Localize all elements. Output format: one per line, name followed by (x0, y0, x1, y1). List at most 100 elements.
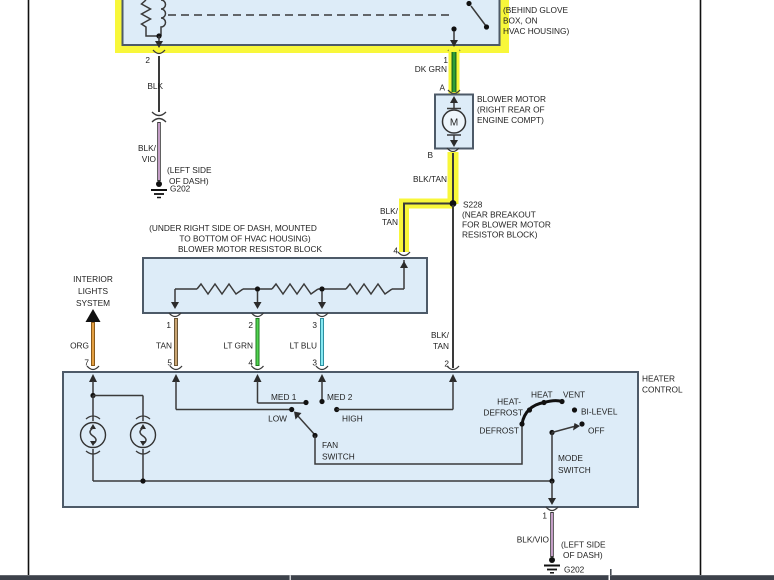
mode-switch: HEAT- DEFROST HEAT VENT BI-LEVEL DEFROST… (479, 390, 618, 505)
fan-pos-med1: MED 1 (271, 392, 297, 402)
mode-pos-heat-defrost: HEAT- (497, 397, 521, 407)
location-note: OF DASH) (169, 176, 209, 186)
relay-contact-dot (466, 0, 472, 7)
mode-pos-heat: HEAT (531, 390, 553, 400)
mode-switch-label: MODE (558, 453, 583, 463)
wire-label-blkvio-1: BLK/ (138, 143, 157, 153)
wire-label-blktan: BLK/TAN (413, 174, 447, 184)
wire-label-blkvio: BLK/VIO (517, 535, 550, 545)
mode-contact-heat (541, 399, 547, 406)
fan-pos-high: HIGH (342, 414, 363, 424)
splice-note: FOR BLOWER MOTOR (462, 220, 551, 230)
fan-speed-wires: 1 2 3 TAN LT GRN LT BLU 5 4 3 (86, 318, 329, 371)
mode-switch-label: SWITCH (558, 465, 591, 475)
splice-s228-dot (449, 200, 457, 207)
fan-contact-med1 (303, 399, 309, 406)
mode-pos-defrost: DEFROST (479, 426, 519, 436)
note-line: (BEHIND GLOVE (503, 5, 568, 15)
heater-control-label: CONTROL (642, 385, 683, 395)
dk-grn-wire: DK GRN A (415, 50, 461, 95)
splice-note: RESISTOR BLOCK) (462, 230, 538, 240)
bottom-ground-branch: 1 BLK/VIO (LEFT SIDE OF DASH) G202 (517, 506, 606, 575)
fan-pos-med2: MED 2 (327, 392, 353, 402)
mode-contact-heat-defrost (526, 407, 533, 413)
note-line: HVAC HOUSING) (503, 26, 569, 36)
motor-name: (RIGHT REAR OF (477, 105, 545, 115)
rb-note: (UNDER RIGHT SIDE OF DASH, MOUNTED (149, 223, 317, 233)
hc-pin1-label: 1 (542, 511, 547, 521)
fan-contact-low (289, 406, 295, 413)
mode-pos-heat-defrost: DEFROST (483, 408, 523, 418)
left-ground-branch: BLK BLK/ VIO (LEFT SIDE OF DASH) G202 (138, 56, 212, 199)
heater-control: HEATER CONTROL (62, 371, 683, 508)
hc-pin2-label: 2 (444, 359, 449, 369)
rb-pin3-label: 3 (312, 320, 317, 330)
motor-pin-a-label: A (439, 83, 445, 93)
ground-symbol-top (151, 189, 167, 199)
wire-label-blk: BLK (147, 81, 163, 91)
interior-lights-label: LIGHTS (78, 286, 108, 296)
wire-label-org: ORG (70, 341, 89, 351)
splice-id: S228 (463, 200, 483, 210)
motor-name: ENGINE COMPT) (477, 115, 544, 125)
mode-pos-bi-level: BI-LEVEL (581, 407, 618, 417)
mode-pos-vent: VENT (563, 390, 585, 400)
behind-glove-note: (BEHIND GLOVE BOX, ON HVAC HOUSING) (503, 5, 569, 36)
mode-contact-bi-level (571, 407, 578, 413)
interior-lights-branch: INTERIOR LIGHTS SYSTEM ORG 7 (70, 274, 113, 368)
wire-label-blktan-split: TAN (382, 217, 398, 227)
wire-label-ltblu: LT BLU (290, 341, 317, 351)
interior-lights-label: SYSTEM (76, 298, 110, 308)
relay-pin1-label: 1 (443, 55, 448, 65)
pin-entry-arrows (89, 374, 457, 410)
note-line: BOX, ON (503, 16, 538, 26)
motor-symbol: M (450, 118, 458, 129)
ground-id-top: G202 (170, 184, 191, 194)
motor-pin-b-label: B (427, 150, 433, 160)
fan-contact-med2 (319, 398, 325, 405)
wire-label-tan: TAN (156, 341, 172, 351)
rb-note: TO BOTTOM OF HVAC HOUSING) (179, 234, 311, 244)
hc-pin7-label: 7 (84, 358, 89, 368)
location-note: OF DASH) (563, 550, 603, 560)
hc-pin4-label: 4 (248, 358, 253, 368)
heater-control-label: HEATER (642, 374, 675, 384)
splice-note: (NEAR BREAKOUT (462, 210, 536, 220)
illumination-lamps (79, 392, 552, 484)
mode-contact-vent (559, 398, 565, 405)
fan-switch-label: FAN (322, 440, 338, 450)
relay-pin2-label: 2 (145, 55, 150, 65)
rb-pin2-label: 2 (248, 320, 253, 330)
wire-label-dkgrn: DK GRN (415, 64, 447, 74)
location-note: (LEFT SIDE (167, 165, 212, 175)
blk-tan-wire: BLK/TAN S228 (NEAR BREAKOUT FOR BLOWER M… (380, 152, 551, 371)
rb-pin4-label: 4 (393, 246, 398, 256)
rb-note: BLOWER MOTOR RESISTOR BLOCK (178, 244, 322, 254)
wire-label-blktan-split: BLK/ (380, 206, 399, 216)
mode-contact-off (579, 421, 585, 427)
hc-pin3-label: 3 (312, 358, 317, 368)
relay-box: 2 1 (115, 0, 509, 65)
fan-pos-low: LOW (268, 414, 287, 424)
motor-circle (441, 109, 467, 134)
ground-symbol-bottom (544, 564, 560, 574)
motor-name: BLOWER MOTOR (477, 94, 546, 104)
blower-motor: M BLOWER MOTOR (RIGHT REAR OF ENGINE COM… (427, 93, 546, 160)
offpage-arrow-icon (85, 309, 101, 322)
bottom-bar (0, 575, 774, 580)
wire-label-blktan2: TAN (433, 341, 449, 351)
rb-pin1-label: 1 (166, 320, 171, 330)
ground-id-bottom: G202 (564, 565, 585, 575)
wire-label-blkvio-2: VIO (142, 154, 157, 164)
fan-switch-label: SWITCH (322, 452, 355, 462)
mode-pos-off: OFF (588, 426, 605, 436)
location-note: (LEFT SIDE (561, 540, 606, 550)
hc-pin5-label: 5 (167, 358, 172, 368)
wire-label-ltgrn: LT GRN (223, 341, 253, 351)
mode-contact-defrost (519, 421, 525, 427)
interior-lights-label: INTERIOR (73, 274, 113, 284)
blower-motor-resistor-block: (UNDER RIGHT SIDE OF DASH, MOUNTED TO BO… (142, 223, 428, 318)
